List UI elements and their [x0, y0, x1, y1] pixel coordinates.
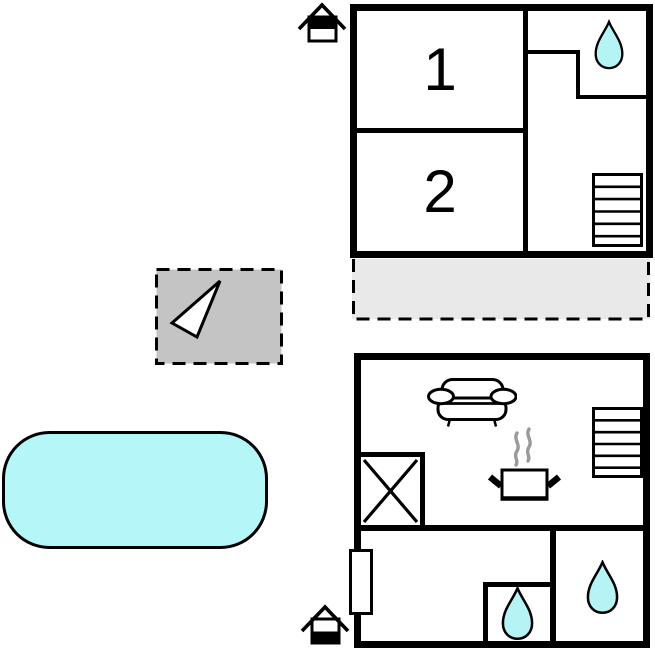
staircase-icon: [592, 173, 643, 247]
upper-floor-plan: 1 2: [350, 4, 653, 258]
living-area: [427, 378, 517, 427]
cross-lines: [362, 458, 419, 524]
room-1-label: 1: [423, 35, 457, 103]
sofa-icon: [427, 378, 517, 427]
pot-body: [500, 468, 549, 501]
staircase-icon: [592, 407, 643, 478]
pot-handles: [487, 474, 562, 489]
lower-floor-plan: [354, 353, 650, 648]
house-entrance-icon: [297, 2, 347, 43]
wall-lower-horizontal: [361, 525, 643, 531]
wall-small-bathroom-top: [483, 582, 556, 587]
sofa-armrest-right: [489, 387, 517, 406]
kitchen-area: [485, 426, 563, 502]
terrace-fill: [352, 259, 650, 319]
wall-small-bathroom-left: [483, 582, 488, 641]
door-marker: [349, 549, 373, 615]
water-drop-shape: [586, 560, 619, 615]
wall-storage-top: [361, 452, 425, 457]
compass-needle: [169, 279, 222, 340]
house-band: [310, 18, 335, 29]
wall-bathroom-side: [576, 50, 580, 99]
swimming-pool: [2, 431, 268, 549]
water-drop-icon: [594, 18, 624, 70]
bathroom-area-inner: [500, 586, 535, 641]
stairs-outline: [592, 173, 643, 247]
house-band: [313, 631, 338, 642]
sofa-armrest-left: [427, 387, 455, 406]
pool-area: [2, 431, 268, 549]
water-drop-shape: [501, 586, 534, 641]
steam-icon: [513, 427, 532, 467]
compass-arrow-icon: [155, 268, 283, 365]
water-drop-icon: [501, 586, 534, 641]
house-entrance-icon: [300, 604, 350, 645]
stair-treads: [593, 419, 642, 470]
wall-bathroom-bottom: [576, 95, 646, 99]
storage-room: [361, 457, 420, 525]
water-drop-shape: [594, 18, 624, 70]
stairs-outline: [592, 407, 643, 478]
house-roof: [297, 2, 347, 31]
terrace: [352, 259, 650, 321]
terrace-dashed-border: [352, 259, 650, 321]
crossed-square-icon: [362, 458, 419, 524]
staircase-upper: [592, 173, 643, 247]
wall-bathroom-top: [523, 50, 580, 54]
bathroom-area-right: [585, 560, 620, 615]
compass-box: [155, 268, 283, 365]
pot-with-steam-icon: [487, 427, 562, 501]
room-2-label: 2: [423, 158, 457, 225]
wall-room1-room2-divider: [357, 128, 528, 133]
wall-storage-right: [420, 452, 425, 531]
entrance-upper: [297, 1, 347, 43]
terrace-area: [352, 259, 650, 321]
water-drop-icon: [586, 560, 619, 615]
house-roof: [300, 604, 350, 633]
bathroom-area-upper: [593, 18, 625, 72]
stair-treads: [593, 185, 642, 238]
entrance-lower: [300, 603, 350, 645]
staircase-lower: [592, 407, 643, 478]
pool-shape: [2, 431, 268, 549]
